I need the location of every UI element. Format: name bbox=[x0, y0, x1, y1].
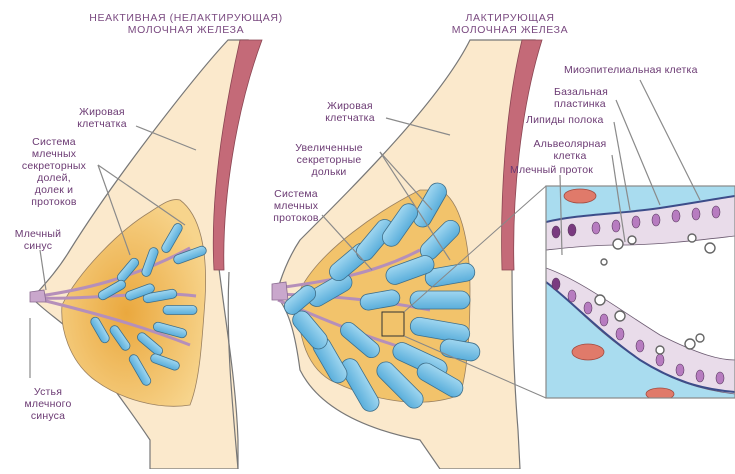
lipid-droplet bbox=[687, 233, 697, 243]
label-sinus-openings: Устья млечного синуса bbox=[24, 386, 72, 422]
label-fat-tissue-middle: Жировая клетчатка bbox=[325, 100, 375, 124]
lactating-lobule bbox=[376, 361, 424, 409]
left-lobule bbox=[141, 247, 159, 277]
lactating-lobule bbox=[385, 255, 435, 285]
lactating-gland-title: ЛАКТИРУЮЩАЯ МОЛОЧНАЯ ЖЕЛЕЗА bbox=[451, 12, 569, 36]
lower-connective-tissue bbox=[546, 282, 735, 398]
lipid-droplet bbox=[655, 345, 665, 355]
lipid-droplet bbox=[600, 258, 608, 266]
middle-nipple bbox=[271, 281, 289, 301]
label-milk-sinus: Млечный синус bbox=[14, 228, 62, 252]
left-lobule bbox=[153, 321, 187, 339]
cell-nucleus bbox=[591, 221, 601, 235]
label-milk-duct: Млечный проток bbox=[510, 164, 594, 176]
left-breast-illustration bbox=[29, 39, 263, 470]
lactating-lobule bbox=[283, 285, 317, 315]
label-myoepithelial-cell: Миоэпителиальная клетка bbox=[564, 64, 698, 76]
left-lobule bbox=[162, 305, 198, 315]
label-duct-system: Система млечных протоков bbox=[273, 188, 319, 224]
lactating-breast-illustration bbox=[271, 39, 543, 470]
label-enlarged-lobules: Увеличенные секреторные дольки bbox=[295, 142, 363, 178]
cell-nucleus bbox=[567, 223, 577, 237]
lactating-lobules bbox=[283, 182, 481, 412]
label-secretory-system: Система млечных секреторных долей, долек… bbox=[21, 136, 87, 208]
label-milk-lipids: Липиды полока bbox=[526, 114, 604, 126]
cell-nucleus bbox=[695, 369, 705, 383]
cell-nucleus bbox=[615, 327, 625, 341]
left-lobule bbox=[142, 288, 178, 304]
lactating-lobule bbox=[359, 289, 401, 311]
lactating-lobule bbox=[439, 338, 481, 362]
cell-nucleus bbox=[691, 207, 701, 221]
cell-nucleus bbox=[599, 313, 609, 327]
cell-nucleus bbox=[655, 353, 665, 367]
lipid-droplet bbox=[614, 310, 626, 322]
lipid-droplet bbox=[684, 338, 696, 350]
lipid-droplet bbox=[627, 235, 637, 245]
cell-nucleus bbox=[635, 339, 645, 353]
lactating-lobule bbox=[381, 203, 419, 247]
cell-nucleus bbox=[651, 213, 661, 227]
detail-frame bbox=[545, 185, 735, 399]
alveolus-detail-panel bbox=[403, 185, 735, 399]
lipid-droplet bbox=[594, 294, 606, 306]
left-lobule bbox=[109, 325, 131, 351]
cell-nucleus bbox=[631, 215, 641, 229]
lactating-lobule bbox=[340, 321, 380, 359]
cell-nucleus bbox=[551, 225, 561, 239]
cell-nuclei bbox=[551, 205, 725, 385]
label-alveolar-cell: Альвеолярная клетка bbox=[533, 138, 607, 162]
left-chest-muscle bbox=[212, 39, 263, 271]
left-lobule bbox=[125, 283, 155, 301]
blood-cell bbox=[645, 387, 675, 398]
lactating-lobule bbox=[340, 358, 380, 412]
left-lobule bbox=[150, 353, 180, 371]
cell-nucleus bbox=[611, 219, 621, 233]
cell-nucleus bbox=[715, 371, 725, 385]
lactating-lobule bbox=[409, 290, 471, 310]
milk-lipid-droplets bbox=[594, 233, 716, 355]
leader-lines bbox=[29, 79, 701, 378]
cell-nucleus bbox=[675, 363, 685, 377]
label-basal-lamina: Базальная пластинка bbox=[554, 86, 608, 110]
lactating-lobule bbox=[355, 219, 395, 261]
cell-nucleus bbox=[567, 289, 577, 303]
label-fat-tissue-left: Жировая клетчатка bbox=[77, 106, 127, 130]
left-lobule bbox=[98, 279, 126, 301]
lactating-lobule bbox=[424, 262, 476, 288]
left-lobule bbox=[90, 316, 110, 344]
cell-nucleus bbox=[711, 205, 721, 219]
left-lobules bbox=[90, 223, 207, 386]
left-lobule bbox=[173, 245, 207, 265]
left-lobule bbox=[137, 332, 163, 356]
blood-cell bbox=[571, 343, 605, 361]
left-lobule bbox=[161, 223, 183, 253]
left-lobule bbox=[128, 354, 152, 386]
blood-cell bbox=[563, 188, 597, 204]
magnified-region-marker bbox=[381, 311, 405, 337]
lipid-droplet bbox=[695, 333, 705, 343]
cell-nucleus bbox=[583, 301, 593, 315]
lipid-droplet bbox=[704, 242, 716, 254]
lactating-lobule bbox=[416, 362, 464, 398]
cell-nucleus bbox=[671, 209, 681, 223]
cell-nucleus bbox=[551, 277, 561, 291]
lactating-lobule bbox=[409, 316, 471, 344]
left-nipple bbox=[29, 289, 47, 303]
inactive-gland-title: НЕАКТИВНАЯ (НЕЛАКТИРУЮЩАЯ) МОЛОЧНАЯ ЖЕЛЕ… bbox=[89, 12, 283, 36]
lipid-droplet bbox=[612, 238, 624, 250]
middle-chest-muscle bbox=[501, 39, 543, 271]
